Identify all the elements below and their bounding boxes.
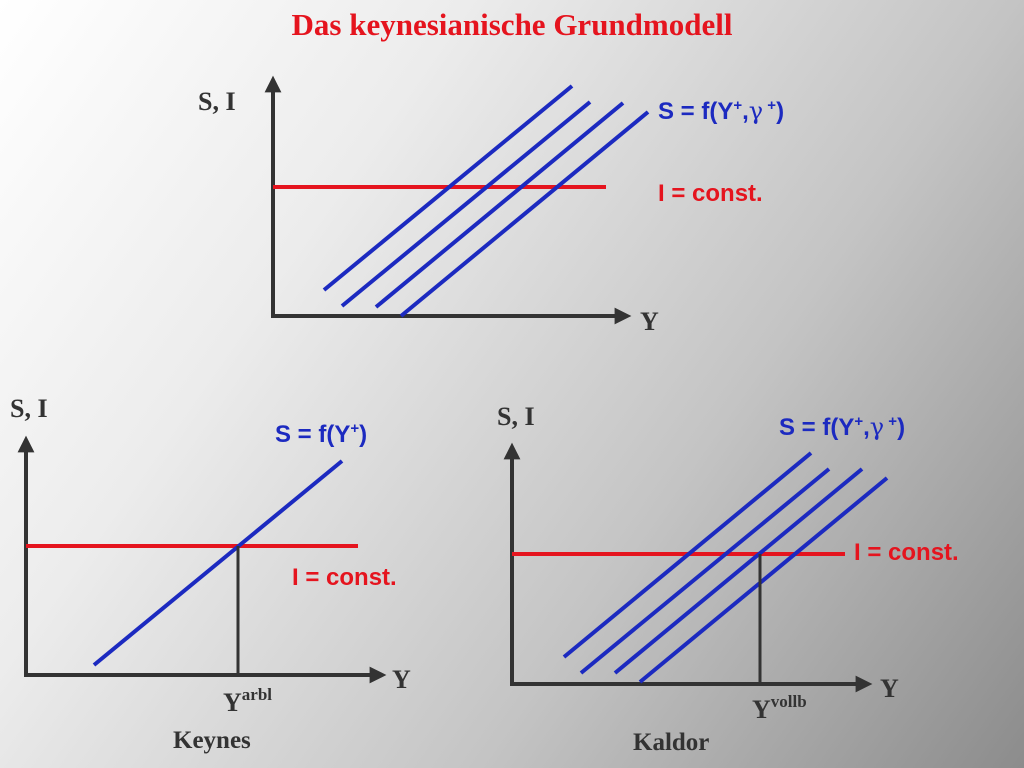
keynes-y-axis-label: S, I [10,394,48,423]
kaldor-investment-equation: I = const. [854,539,959,566]
kaldor-saving-eq-prefix: S = f(Y [779,414,855,441]
top-saving-eq-mid: , [742,98,749,125]
keynes-equilibrium-label: Yarbl [223,686,272,716]
keynes-saving-equation: S = f(Y+) [275,421,367,447]
kaldor-x-axis-label: Y [880,674,899,703]
kaldor-saving-line [562,451,813,659]
kaldor-y-axis-label: S, I [497,402,535,431]
top-saving-equation: S = f(Y+,γ +) [658,98,784,124]
kaldor-saving-eq-mid: , [863,414,870,441]
top-saving-eq-gamma: γ [748,97,764,125]
keynes-caption: Keynes [173,727,251,754]
kaldor-saving-eq-sup2: + [884,413,898,430]
keynes-equilibrium-sup: arbl [241,685,273,704]
kaldor-saving-eq-gamma: γ [869,413,885,441]
top-saving-eq-sup2: + [763,97,777,114]
top-y-axis-label: S, I [198,87,236,116]
kaldor-saving-line [579,467,831,675]
keynes-x-axis-label: Y [392,665,411,694]
keynes-saving-line [92,459,344,667]
top-saving-eq-sup1: + [733,97,743,114]
top-saving-eq-suffix: ) [776,98,785,125]
kaldor-diagram [503,442,889,693]
top-diagram [264,75,650,325]
top-x-axis-label: Y [640,307,659,336]
top-saving-eq-prefix: S = f(Y [658,98,734,125]
top-saving-line [322,84,574,292]
kaldor-equilibrium-base: Y [752,695,771,724]
keynes-saving-eq-sup1: + [350,420,360,437]
keynes-diagram [17,435,387,684]
top-saving-line [374,101,625,309]
keynes-saving-eq-suffix: ) [359,421,368,448]
kaldor-caption: Kaldor [633,729,710,756]
keynes-equilibrium-base: Y [223,688,242,717]
keynes-saving-eq-prefix: S = f(Y [275,421,351,448]
kaldor-saving-line [613,467,864,675]
top-saving-line [399,110,650,318]
top-saving-line [340,100,592,308]
kaldor-equilibrium-sup: vollb [770,692,807,711]
kaldor-saving-eq-suffix: ) [897,414,906,441]
keynes-investment-equation: I = const. [292,564,397,591]
kaldor-equilibrium-label: Yvollb [752,693,807,723]
page-title: Das keynesianische Grundmodell [291,7,733,42]
kaldor-saving-line [638,476,889,684]
kaldor-saving-eq-sup1: + [854,413,864,430]
kaldor-saving-equation: S = f(Y+,γ +) [779,414,905,440]
top-investment-equation: I = const. [658,180,763,207]
